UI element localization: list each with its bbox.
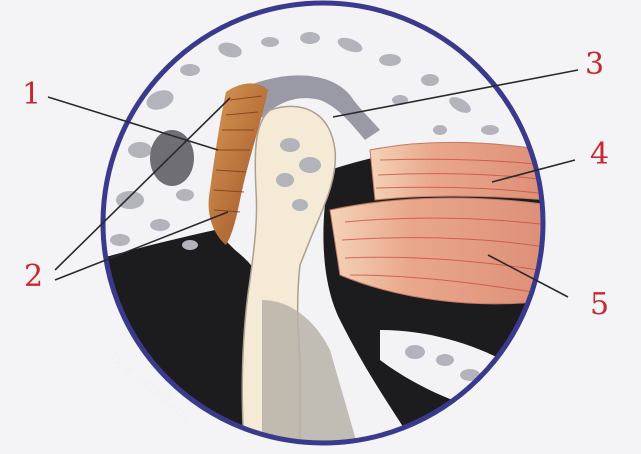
dark-nodule bbox=[150, 130, 194, 186]
callout-2: 2 bbox=[24, 262, 43, 292]
callout-5: 5 bbox=[590, 290, 609, 320]
callout-3: 3 bbox=[585, 50, 604, 80]
callout-4: 4 bbox=[590, 140, 609, 170]
callout-1: 1 bbox=[22, 80, 41, 110]
